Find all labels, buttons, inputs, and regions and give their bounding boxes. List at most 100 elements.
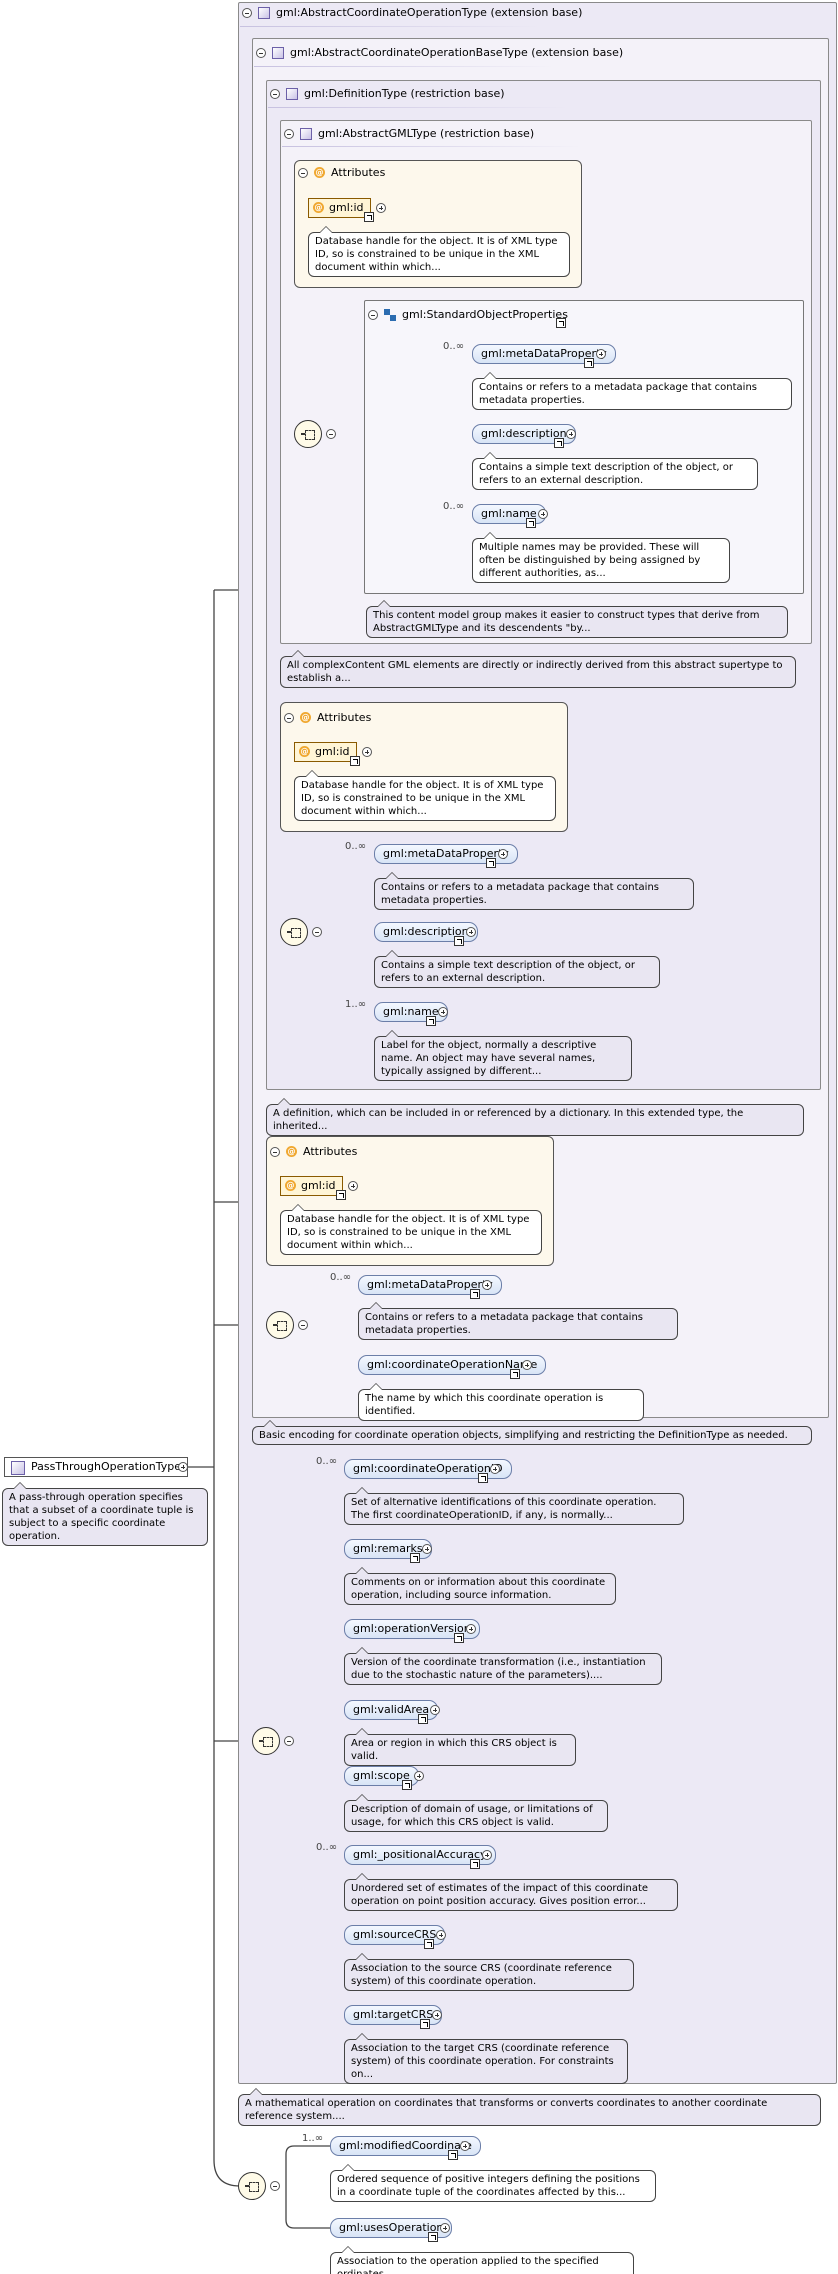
l2-documentation: Basic encoding for coordinate operation … (252, 1420, 812, 1445)
link-icon[interactable] (336, 1190, 346, 1200)
element-description[interactable]: gml:description (374, 922, 478, 942)
link-icon[interactable] (454, 936, 464, 946)
link-icon[interactable] (554, 438, 564, 448)
separator (268, 107, 568, 108)
element-remarks[interactable]: gml:remarks (344, 1539, 432, 1559)
expand-toggle[interactable] (438, 1007, 448, 1017)
element-documentation: Association to the operation applied to … (330, 2246, 634, 2274)
cardinality: 0..∞ (316, 1842, 338, 1853)
collapse-toggle[interactable] (284, 1736, 294, 1746)
collapse-toggle[interactable] (270, 88, 280, 99)
expand-toggle[interactable] (376, 203, 386, 213)
element-documentation: Label for the object, normally a descrip… (374, 1030, 632, 1081)
collapse-toggle[interactable] (284, 128, 294, 139)
expand-toggle[interactable] (482, 1280, 492, 1290)
expand-toggle[interactable] (482, 1850, 492, 1860)
root-type[interactable]: PassThroughOperationType (4, 1457, 188, 1477)
collapse-toggle[interactable] (298, 1320, 308, 1330)
collapse-toggle[interactable] (270, 2181, 280, 2191)
expand-toggle[interactable] (348, 1181, 358, 1191)
complex-type-icon (286, 87, 298, 100)
element-valid-area[interactable]: gml:validArea (344, 1700, 439, 1720)
collapse-toggle[interactable] (368, 309, 378, 320)
expand-toggle[interactable] (566, 429, 576, 439)
link-icon[interactable] (478, 1473, 488, 1483)
element-coordinate-operation-id[interactable]: gml:coordinateOperationID (344, 1459, 512, 1479)
expand-toggle[interactable] (430, 1705, 440, 1715)
link-icon[interactable] (470, 1289, 480, 1299)
element-metadataproperty[interactable]: gml:metaDataProperty (472, 344, 616, 364)
attributes-header: @ Attributes (298, 166, 385, 179)
link-icon[interactable] (486, 858, 496, 868)
expand-toggle[interactable] (490, 1464, 500, 1474)
element-positional-accuracy[interactable]: gml:_positionalAccuracy (344, 1845, 496, 1865)
element-name[interactable]: gml:name (374, 1002, 448, 1022)
element-scope[interactable]: gml:scope (344, 1766, 419, 1786)
collapse-toggle[interactable] (270, 1146, 280, 1157)
link-icon[interactable] (556, 318, 566, 328)
expand-toggle[interactable] (522, 1360, 532, 1370)
expand-toggle[interactable] (362, 747, 372, 757)
element-operation-version[interactable]: gml:operationVersion (344, 1619, 480, 1639)
element-documentation: Association to the source CRS (coordinat… (344, 1953, 634, 1991)
cardinality: 1..∞ (302, 2133, 324, 2144)
link-icon[interactable] (402, 1780, 412, 1790)
collapse-toggle[interactable] (298, 167, 308, 178)
expand-toggle[interactable] (498, 849, 508, 859)
expand-toggle[interactable] (596, 349, 606, 359)
element-target-crs[interactable]: gml:targetCRS (344, 2005, 443, 2025)
expand-toggle[interactable] (432, 2010, 442, 2020)
expand-toggle[interactable] (440, 2223, 450, 2233)
element-metadataproperty[interactable]: gml:metaDataProperty (374, 844, 518, 864)
element-source-crs[interactable]: gml:sourceCRS (344, 1925, 446, 1945)
link-icon[interactable] (410, 1553, 420, 1563)
expand-toggle[interactable] (436, 1930, 446, 1940)
link-icon[interactable] (364, 212, 374, 222)
attribute-gml-id[interactable]: gml:id (294, 742, 357, 762)
link-icon[interactable] (448, 2150, 458, 2160)
link-icon[interactable] (428, 2232, 438, 2242)
root-collapse-toggle[interactable] (178, 1462, 188, 1472)
link-icon[interactable] (426, 1016, 436, 1026)
sequence-compositor-icon[interactable] (280, 918, 308, 946)
header-l1: gml:AbstractCoordinateOperationType (ext… (242, 6, 582, 19)
link-icon[interactable] (510, 1369, 520, 1379)
element-coordinate-operation-name[interactable]: gml:coordinateOperationName (358, 1355, 547, 1375)
expand-toggle[interactable] (422, 1544, 432, 1554)
element-documentation: Unordered set of estimates of the impact… (344, 1873, 678, 1911)
link-icon[interactable] (470, 1859, 480, 1869)
element-modified-coordinate[interactable]: gml:modifiedCoordinate (330, 2136, 481, 2156)
collapse-toggle[interactable] (284, 712, 294, 723)
collapse-toggle[interactable] (256, 47, 266, 58)
attribute-gml-id[interactable]: gml:id (308, 198, 371, 218)
link-icon[interactable] (584, 358, 594, 368)
element-metadataproperty[interactable]: gml:metaDataProperty (358, 1275, 502, 1295)
sequence-compositor-icon[interactable] (238, 2172, 266, 2200)
cardinality: 0..∞ (345, 841, 367, 852)
level-title: gml:AbstractGMLType (restriction base) (318, 127, 535, 140)
element-description[interactable]: gml:description (472, 424, 576, 444)
expand-toggle[interactable] (414, 1771, 424, 1781)
link-icon[interactable] (350, 756, 360, 766)
link-icon[interactable] (424, 1939, 434, 1949)
collapse-toggle[interactable] (326, 429, 336, 439)
separator (282, 146, 582, 147)
sequence-compositor-icon[interactable] (266, 1311, 294, 1339)
link-icon[interactable] (420, 2019, 430, 2029)
collapse-toggle[interactable] (242, 7, 252, 18)
expand-toggle[interactable] (538, 509, 548, 519)
link-icon[interactable] (526, 518, 536, 528)
sequence-compositor-icon[interactable] (252, 1727, 280, 1755)
expand-toggle[interactable] (460, 2141, 470, 2151)
expand-toggle[interactable] (466, 1624, 476, 1634)
link-icon[interactable] (454, 1633, 464, 1643)
attribute-gml-id[interactable]: gml:id (280, 1176, 343, 1196)
element-name[interactable]: gml:name (472, 504, 546, 524)
element-uses-operation[interactable]: gml:usesOperation (330, 2218, 453, 2238)
attributes-title: Attributes (303, 1145, 358, 1158)
expand-toggle[interactable] (466, 927, 476, 937)
collapse-toggle[interactable] (312, 927, 322, 937)
cardinality: 0..∞ (330, 1272, 352, 1283)
link-icon[interactable] (418, 1714, 428, 1724)
sequence-compositor-icon[interactable] (294, 420, 322, 448)
